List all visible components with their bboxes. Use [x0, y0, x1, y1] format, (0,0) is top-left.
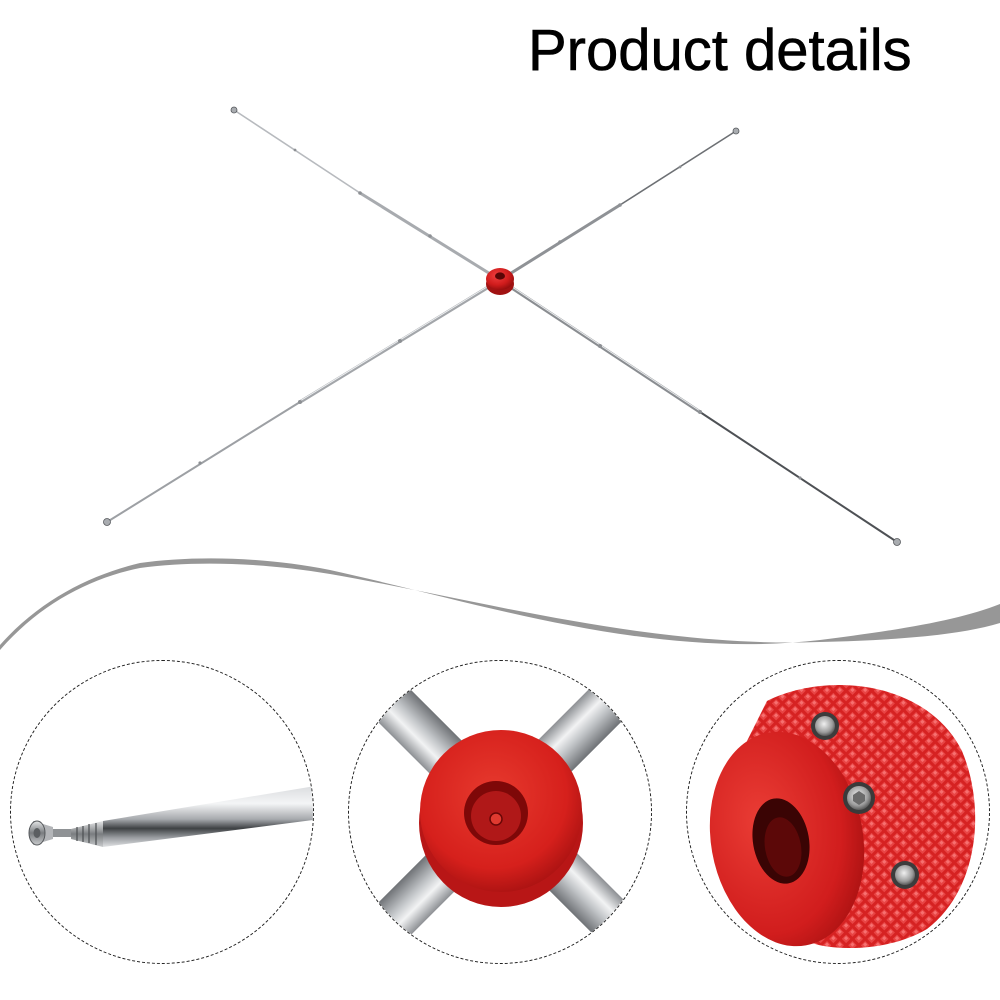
detail-circle-knurled-hub — [686, 660, 990, 964]
tip-bottom-left — [103, 518, 111, 526]
tip-bottom-right — [893, 538, 901, 546]
set-screws — [811, 712, 919, 889]
swoosh-divider — [0, 558, 1000, 650]
detail-circle-antenna-tip — [10, 660, 314, 964]
tip-top-right — [732, 127, 740, 135]
page-title: Product details — [528, 18, 912, 83]
antenna-rods — [106, 109, 898, 543]
antenna-tip-closeup-image — [28, 786, 313, 847]
detail-circle-hub-top-view — [348, 660, 652, 964]
rod-tips — [103, 106, 901, 546]
rod-joints — [198, 148, 802, 480]
center-hub — [486, 268, 514, 295]
knurled-hub-image — [709, 685, 976, 949]
hub-top-view-image — [363, 673, 639, 949]
tip-top-left — [230, 106, 238, 114]
